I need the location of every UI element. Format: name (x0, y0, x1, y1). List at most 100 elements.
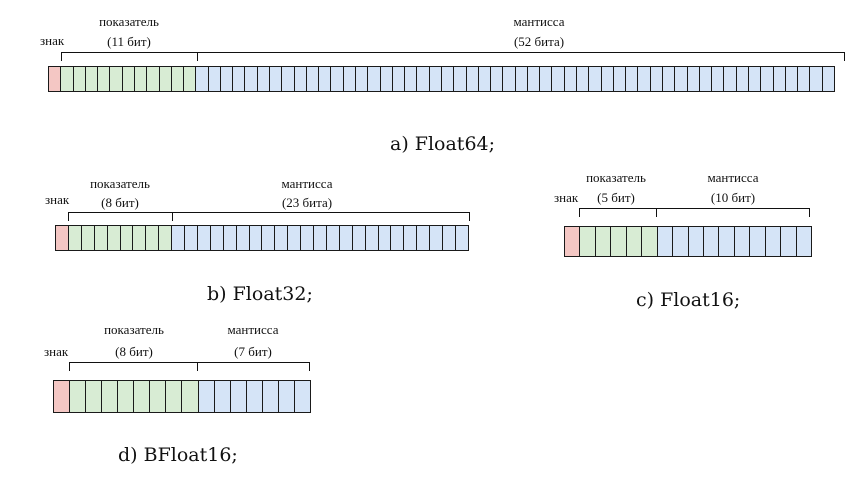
mantissa-bit (760, 66, 774, 92)
caption: c) Float16; (636, 289, 741, 311)
mantissa-bit (352, 225, 366, 251)
exponent-bit (579, 226, 596, 257)
exponent-bit (149, 380, 166, 413)
mantissa-brace (172, 212, 470, 221)
mantissa-bit (326, 225, 340, 251)
mantissa-label: мантисса (707, 170, 759, 185)
mantissa-bit (703, 226, 719, 257)
exponent-brace (61, 52, 198, 61)
mantissa-bit (796, 226, 812, 257)
mantissa-bit (734, 226, 750, 257)
caption: b) Float32; (207, 283, 313, 305)
mantissa-bit (588, 66, 602, 92)
mantissa-bit (171, 225, 185, 251)
mantissa-bits-label: (23 бита) (281, 195, 333, 210)
mantissa-label: мантисса (513, 14, 565, 29)
mantissa-bit (674, 66, 688, 92)
mantissa-label: мантисса (227, 322, 279, 337)
sign-label: знак (44, 344, 69, 359)
mantissa-bit (416, 66, 430, 92)
mantissa-bit (822, 66, 835, 92)
mantissa-bit (429, 225, 443, 251)
mantissa-label: мантисса (281, 176, 333, 191)
caption: a) Float64; (390, 133, 496, 155)
mantissa-bit (197, 225, 211, 251)
mantissa-bit (223, 225, 237, 251)
exponent-bit (133, 380, 150, 413)
mantissa-bit (294, 380, 311, 413)
exponent-bit (165, 380, 182, 413)
sign-bit (53, 380, 70, 413)
exponent-bit (132, 225, 146, 251)
mantissa-bit (765, 226, 781, 257)
exponent-bit (81, 225, 95, 251)
exponent-bit (101, 380, 118, 413)
mantissa-bits-label: (52 бита) (513, 34, 565, 49)
mantissa-bit (274, 225, 288, 251)
caption: d) BFloat16; (118, 444, 238, 466)
exponent-label: показатель (90, 176, 150, 191)
exponent-label: показатель (104, 322, 164, 337)
mantissa-bit (688, 226, 704, 257)
exponent-bit (626, 226, 642, 257)
mantissa-bit (780, 226, 797, 257)
mantissa-bit (278, 380, 295, 413)
mantissa-bit (214, 380, 231, 413)
mantissa-bit (657, 226, 673, 257)
exponent-bit (145, 225, 159, 251)
mantissa-bit (390, 225, 404, 251)
exponent-bit (610, 226, 627, 257)
mantissa-bit (330, 66, 344, 92)
mantissa-bit (416, 225, 430, 251)
mantissa-bit (300, 225, 314, 251)
exponent-label: показатель (586, 170, 646, 185)
mantissa-brace (656, 208, 810, 217)
mantissa-bit (246, 380, 263, 413)
mantissa-bit (262, 380, 279, 413)
mantissa-bit (723, 66, 737, 92)
exponent-label: показатель (99, 14, 159, 29)
mantissa-bits-label: (10 бит) (710, 190, 756, 205)
mantissa-bit (236, 225, 250, 251)
mantissa-bit (365, 225, 379, 251)
mantissa-bit (198, 380, 215, 413)
exponent-bits-label: (8 бит) (115, 344, 153, 359)
mantissa-bit (442, 225, 456, 251)
exponent-bit (85, 380, 102, 413)
mantissa-bit (184, 225, 198, 251)
mantissa-bit (230, 380, 247, 413)
exponent-bit (146, 66, 160, 92)
mantissa-bit (210, 225, 224, 251)
mantissa-brace (197, 362, 310, 371)
mantissa-bit (244, 66, 258, 92)
exponent-bit (181, 380, 199, 413)
mantissa-bit (313, 225, 327, 251)
exponent-bits-label: (5 бит) (597, 190, 635, 205)
exponent-bit (109, 66, 123, 92)
exponent-bit (60, 66, 74, 92)
mantissa-brace (197, 52, 845, 61)
sign-label: знак (554, 190, 579, 205)
mantissa-bit (261, 225, 275, 251)
mantissa-bit (403, 225, 417, 251)
exponent-bit (107, 225, 121, 251)
exponent-bit (94, 225, 108, 251)
mantissa-bit (502, 66, 516, 92)
mantissa-bit (637, 66, 651, 92)
exponent-bit (641, 226, 658, 257)
exponent-brace (69, 362, 198, 371)
mantissa-bit (287, 225, 301, 251)
mantissa-bit (455, 225, 469, 251)
sign-label: знак (45, 192, 70, 207)
mantissa-bit (339, 225, 353, 251)
exponent-bit (69, 380, 86, 413)
mantissa-bit (718, 226, 735, 257)
mantissa-bit (749, 226, 766, 257)
sign-label: знак (40, 33, 65, 48)
exponent-brace (68, 212, 173, 221)
exponent-bit (158, 225, 172, 251)
mantissa-bit (281, 66, 295, 92)
mantissa-bit (453, 66, 467, 92)
exponent-brace (579, 208, 657, 217)
